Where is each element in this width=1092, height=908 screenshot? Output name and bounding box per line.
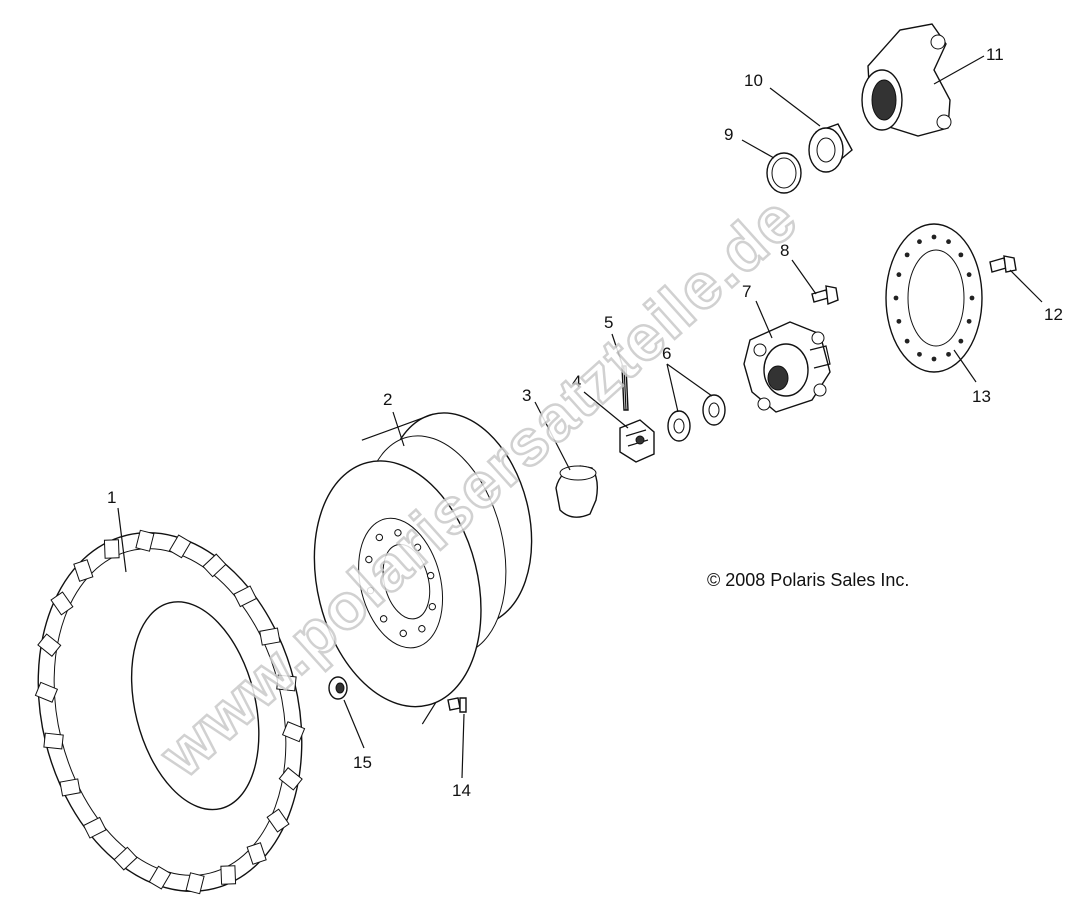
callout-5: 5 [604, 313, 613, 332]
callout-6: 6 [662, 344, 671, 363]
rim-hole [375, 533, 384, 542]
tread-lug [34, 681, 59, 703]
tread-lug [168, 534, 192, 559]
rim-hole [426, 571, 435, 580]
disc-hole [917, 351, 922, 357]
rim-hole [413, 543, 422, 552]
tread-lug [220, 865, 237, 885]
disc-hole [958, 338, 964, 344]
watermark-text: www.polarisersatzteile.de [145, 181, 811, 791]
bearing [808, 123, 853, 173]
snap-ring [766, 152, 802, 194]
rim-hole [428, 602, 437, 611]
callout-3: 3 [522, 386, 531, 405]
disc-hole [946, 351, 951, 357]
callout-2: 2 [383, 390, 392, 409]
callout-1: 1 [107, 488, 116, 507]
callout-10: 10 [744, 71, 763, 90]
callout-9: 9 [724, 125, 733, 144]
tread-lug [266, 808, 290, 833]
rim-bolt-holes [365, 529, 437, 638]
callout-8: 8 [780, 241, 789, 260]
callout-4: 4 [572, 372, 581, 391]
tread-lug [148, 865, 172, 890]
callout-11: 11 [986, 45, 1004, 64]
rim-hole [366, 586, 375, 595]
tread-lug [202, 553, 227, 578]
callout-13: 13 [972, 387, 991, 406]
valve-stem [447, 697, 467, 713]
disc-hole [931, 356, 937, 362]
hub-bolt [811, 285, 839, 305]
rim-hole [399, 629, 407, 638]
callout-14: 14 [452, 781, 471, 800]
wheel-hub [743, 321, 831, 413]
brake-disc-holes [893, 234, 975, 362]
tread-lug [103, 539, 120, 559]
copyright-notice: © 2008 Polaris Sales Inc. [707, 570, 909, 590]
disc-hole [958, 252, 964, 258]
callout-7: 7 [742, 282, 751, 301]
disc-hole [931, 234, 937, 240]
tire [34, 529, 306, 895]
castle-nut [619, 419, 655, 463]
tread-lug [276, 674, 297, 692]
rim-hole [394, 529, 402, 537]
tread-lug [246, 842, 267, 865]
disc-hole [896, 318, 902, 324]
tread-lug [185, 872, 205, 895]
rim-hole [379, 615, 388, 623]
tread-lug [278, 767, 303, 791]
tread-lug [37, 633, 62, 657]
tread-lug [259, 627, 281, 646]
tread-lug [59, 778, 81, 797]
washers [667, 394, 726, 442]
disc-hole [917, 239, 922, 245]
disc-hole [896, 272, 902, 278]
disc-hole [966, 318, 972, 324]
disc-hole [966, 272, 972, 278]
cotter-pin [621, 365, 629, 411]
tread-lug [113, 846, 138, 871]
spindle-knuckle [861, 23, 952, 137]
tire-tread-lugs [34, 529, 306, 895]
tread-lug [233, 585, 258, 608]
tread-lug [82, 816, 107, 839]
rotor-bolt [989, 255, 1017, 273]
disc-hole [946, 239, 951, 245]
wheel-rim [313, 412, 533, 725]
disc-hole [904, 338, 910, 344]
hub-cap [555, 465, 599, 518]
leader-lines [117, 55, 1043, 779]
disc-hole [969, 295, 975, 301]
rim-hole [418, 625, 426, 633]
brake-disc [885, 223, 983, 373]
callout-labels: 1 2 3 4 5 6 7 8 9 10 11 12 13 14 15 [107, 45, 1063, 800]
tread-lug [281, 721, 306, 743]
callout-12: 12 [1044, 305, 1063, 324]
disc-hole [904, 252, 910, 258]
rim-hole [365, 555, 373, 564]
callout-15: 15 [353, 753, 372, 772]
tread-lug [135, 529, 155, 552]
tread-lug [50, 591, 74, 616]
tread-lug [73, 559, 94, 582]
tread-lug [43, 732, 64, 750]
lug-nut [328, 676, 348, 700]
disc-hole [893, 295, 899, 301]
